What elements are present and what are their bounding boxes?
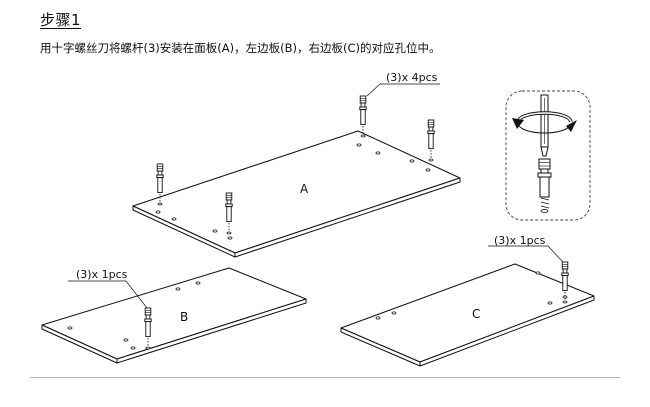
panel-c: C (3)x 1pcs [340,234,595,367]
panel-a-callout: (3)x 4pcs [386,71,438,84]
panel-b-callout: (3)x 1pcs [76,268,128,281]
panel-a: A (3)x 4pcs [132,71,461,258]
footer-divider [30,377,620,378]
screwdriver-rotation-icon [505,90,591,221]
step-instruction: 用十字螺丝刀将螺杆(3)安装在面板(A)，左边板(B)，右边板(C)的对应孔位中… [40,41,441,55]
panel-c-label: C [472,307,480,321]
panel-a-label: A [300,182,309,196]
panel-c-callout: (3)x 1pcs [494,234,546,247]
panel-b: B (3)x 1pcs [41,267,307,364]
panel-b-label: B [180,310,188,324]
step-title: 步骤1 [40,11,82,29]
